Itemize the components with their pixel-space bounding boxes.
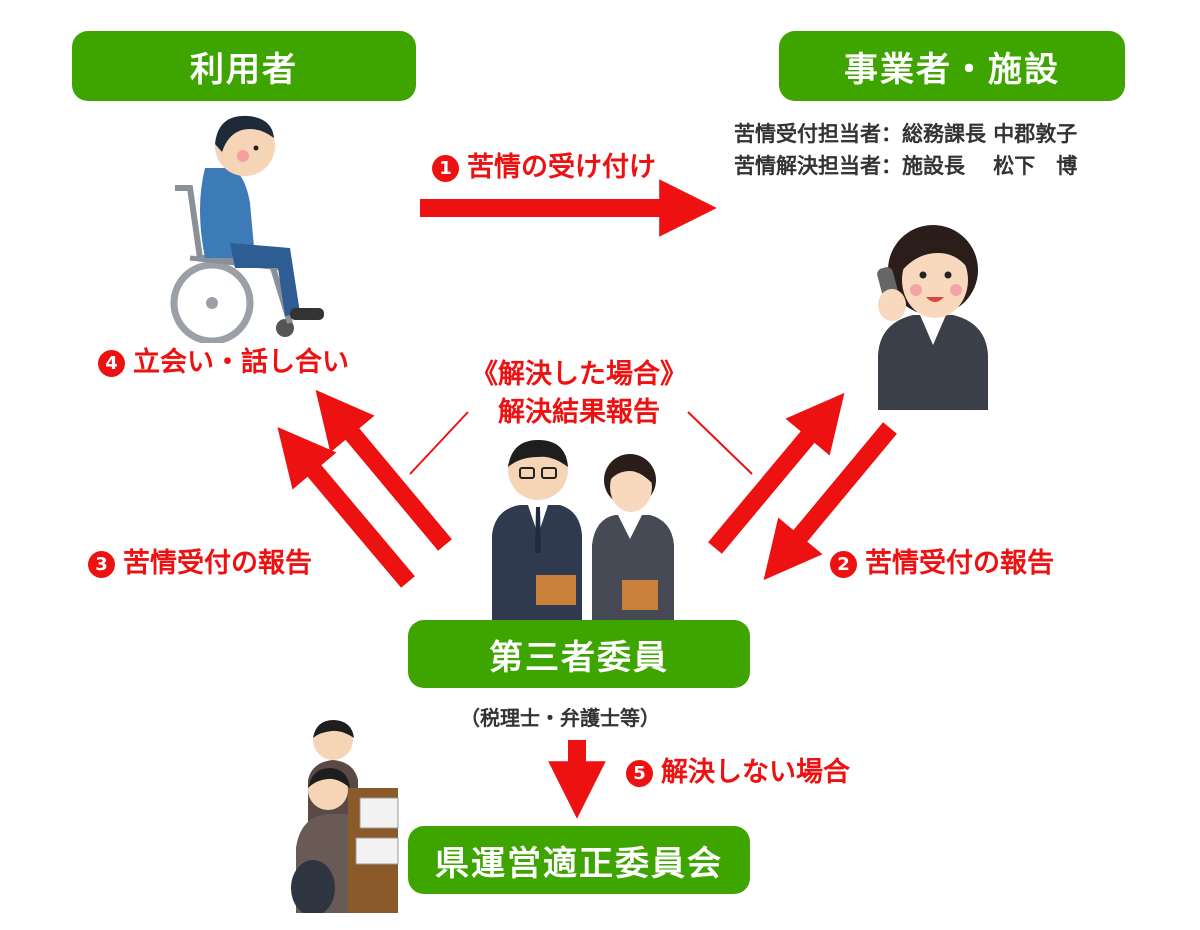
step2-number: 2 [830,551,857,578]
committee-node-label: 県運営適正委員会 [435,843,723,884]
phone-staff-figure [877,225,988,410]
arrow-resolved-user [315,389,452,551]
step4-number: 4 [98,350,125,377]
step1-label: 1 苦情の受け付け [432,145,656,184]
wheelchair-user-figure [170,115,324,343]
step4-label: 4 立会い・話し合い [98,340,349,379]
step3-number: 3 [88,551,115,578]
arrow-resolved-provider [708,392,845,554]
resolved-title: 《解決した場合》 [471,359,687,390]
office-workers-figure [291,720,399,913]
step3-text: 苦情受付の報告 [123,548,312,579]
user-node: 利用者 [72,31,416,101]
committee-node: 県運営適正委員会 [408,826,750,894]
arrow-step3 [277,426,415,588]
resolution-staff: 苦情解決担当者：施設長 松下 博 [734,154,1078,178]
reception-staff: 苦情受付担当者：総務課長 中郡敦子 [734,122,1078,146]
step2-label: 2 苦情受付の報告 [830,541,1054,580]
step1-number: 1 [432,155,459,182]
step4-text: 立会い・話し合い [133,347,349,378]
provider-node: 事業者・施設 [779,31,1125,101]
step5-label: 5 解決しない場合 [626,750,850,789]
connector-right [687,411,753,475]
third-party-note: （税理士・弁護士等） [460,706,660,730]
step5-number: 5 [626,760,653,787]
user-node-label: 利用者 [190,49,298,90]
arrow-step2 [763,422,897,581]
provider-node-label: 事業者・施設 [844,49,1060,90]
third-party-node-label: 第三者委員 [489,637,669,678]
resolved-subtitle: 解決結果報告 [498,397,660,428]
step3-label: 3 苦情受付の報告 [88,541,312,580]
committee-members-figure [492,439,674,620]
connector-left [409,411,469,475]
step5-text: 解決しない場合 [661,757,850,788]
step2-text: 苦情受付の報告 [865,548,1054,579]
third-party-node: 第三者委員 [408,620,750,688]
step1-text: 苦情の受け付け [467,152,656,183]
